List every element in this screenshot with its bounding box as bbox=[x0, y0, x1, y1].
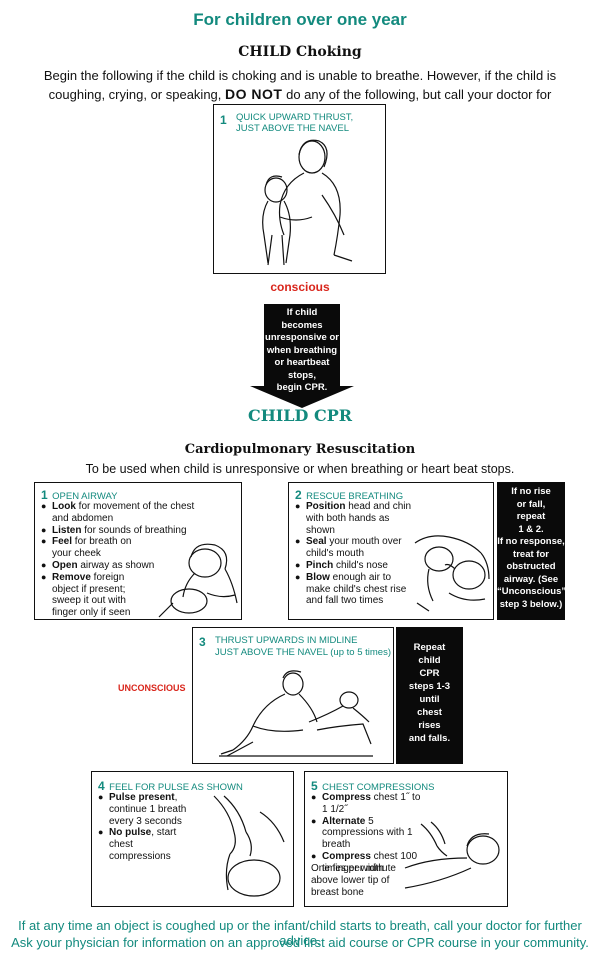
open-airway-illustration bbox=[158, 543, 238, 618]
list-item: Look for movement of the chest and abdom… bbox=[41, 501, 201, 525]
choking-intro: Begin the following if the child is chok… bbox=[40, 66, 560, 123]
note-line: “Unconscious” bbox=[497, 586, 567, 597]
cpr-step4-label: FEEL FOR PULSE AS SHOWN bbox=[109, 782, 243, 793]
cpr-step5-note: One finger width above lower tip of brea… bbox=[311, 863, 390, 898]
cpr-step5-header: 5 CHEST COMPRESSIONS bbox=[311, 777, 434, 795]
cpr-step1-label: OPEN AIRWAY bbox=[52, 491, 118, 502]
cpr-step2-label: RESCUE BREATHING bbox=[306, 491, 404, 502]
cpr-step4-list: Pulse present, continue 1 breath every 3… bbox=[98, 792, 190, 863]
cpr-step3-number: 3 bbox=[199, 635, 206, 649]
footer-course: Ask your physician for information on an… bbox=[11, 935, 589, 950]
choking-step1-box: 1 QUICK UPWARD THRUST, JUST ABOVE THE NA… bbox=[213, 104, 386, 274]
choking-step1-label-line2: JUST ABOVE THE NAVEL bbox=[236, 123, 349, 134]
footer-advice: If at any time an object is coughed up o… bbox=[18, 918, 582, 948]
list-item: Remove foreign object if present; sweep … bbox=[41, 572, 151, 619]
cpr-step5-list: Compress chest 1˝ to 1 1/2˝ Alternate 5 … bbox=[311, 792, 423, 875]
note-line: If no rise bbox=[511, 486, 551, 497]
cpr-step4-header: 4 FEEL FOR PULSE AS SHOWN bbox=[98, 777, 243, 795]
cpr-step3-label-line2: JUST ABOVE THE NAVEL (up to 5 times) bbox=[215, 647, 391, 658]
cpr-step5-label: CHEST COMPRESSIONS bbox=[322, 782, 435, 793]
note-line: airway. (See bbox=[503, 573, 559, 585]
cpr-step1-box: 1 OPEN AIRWAY Look for movement of the c… bbox=[34, 482, 242, 620]
cpr-step4-box: 4 FEEL FOR PULSE AS SHOWN Pulse present,… bbox=[91, 771, 294, 907]
cpr-step5-number: 5 bbox=[311, 779, 318, 793]
abdominal-thrust-kneeling-illustration bbox=[219, 670, 373, 757]
arrow-line: when breathing bbox=[266, 344, 338, 356]
arrow-line: If child bbox=[286, 307, 318, 318]
cpr-step4-number: 4 bbox=[98, 779, 105, 793]
cpr-step3-note: Repeat child CPR steps 1-3 until chest r… bbox=[396, 627, 463, 764]
down-arrow-icon bbox=[250, 304, 354, 408]
cpr-step1-list: Look for movement of the chest and abdom… bbox=[41, 501, 194, 619]
arrow-line: or heartbeat bbox=[274, 357, 330, 368]
note-line: or fall, bbox=[516, 498, 546, 510]
list-item: Position head and chin with both hands a… bbox=[295, 501, 413, 536]
note-line: child bbox=[418, 655, 441, 666]
cpr-step3-header: 3 bbox=[199, 633, 206, 651]
cpr-step2-note: If no rise or fall, repeat 1 & 2. If no … bbox=[497, 482, 567, 620]
cpr-step3-box: 3 THRUST UPWARDS IN MIDLINE JUST ABOVE T… bbox=[192, 627, 394, 764]
cpr-title: CHILD CPR bbox=[247, 406, 353, 425]
note-line: 1 & 2. bbox=[518, 523, 544, 535]
cpr-step3-label-line1: THRUST UPWARDS IN MIDLINE bbox=[215, 635, 358, 646]
list-item: Open airway as shown bbox=[41, 560, 191, 572]
choking-step1-number: 1 bbox=[220, 113, 227, 127]
list-item: Compress chest 100 times per minute bbox=[311, 851, 423, 875]
cpr-step3-label: THRUST UPWARDS IN MIDLINE JUST ABOVE THE… bbox=[215, 635, 391, 659]
arrow-line: stops, bbox=[288, 369, 316, 381]
chest-compressions-illustration bbox=[404, 821, 500, 889]
do-not-text: DO NOT bbox=[225, 86, 283, 102]
list-item: Pulse present, continue 1 breath every 3… bbox=[98, 792, 190, 827]
note-line: step 3 below.) bbox=[499, 598, 563, 610]
choking-intro-before: Begin the following if the child is chok… bbox=[43, 68, 557, 102]
cpr-step2-number: 2 bbox=[295, 488, 302, 502]
unconscious-label: UNCONSCIOUS bbox=[118, 683, 186, 693]
list-item: Blow enough air to make child's chest ri… bbox=[295, 572, 413, 607]
note-line: treat for bbox=[513, 548, 549, 560]
list-item: Feel for breath on your cheek bbox=[41, 536, 139, 560]
pulse-check-illustration bbox=[213, 795, 285, 897]
note-line: Repeat bbox=[413, 642, 446, 653]
note-line: steps 1-3 bbox=[408, 681, 451, 692]
page-title: For children over one year bbox=[193, 10, 407, 29]
note-line: obstructed bbox=[506, 561, 556, 572]
choking-step1-label: QUICK UPWARD THRUST, JUST ABOVE THE NAVE… bbox=[236, 112, 353, 134]
list-item: Listen for sounds of breathing bbox=[41, 525, 191, 537]
arrow-text: If child becomes unresponsive or when br… bbox=[264, 307, 340, 395]
choking-heading: CHILD Choking bbox=[238, 44, 362, 60]
cpr-step2-box: 2 RESCUE BREATHING Position head and chi… bbox=[288, 482, 494, 620]
choking-step1-label-line1: QUICK UPWARD THRUST, bbox=[236, 112, 354, 123]
arrow-line: unresponsive or bbox=[265, 332, 339, 343]
arrow-line: becomes bbox=[281, 319, 323, 331]
cpr-step2-header: 2 RESCUE BREATHING bbox=[295, 486, 403, 504]
rescue-breathing-illustration bbox=[414, 535, 490, 612]
conscious-label: conscious bbox=[270, 280, 330, 294]
list-item: Seal your mouth over child's mouth bbox=[295, 536, 413, 560]
note-line: rises bbox=[418, 720, 441, 731]
note-line: chest bbox=[417, 707, 442, 718]
note-line: If no response, bbox=[497, 536, 565, 547]
cpr-intro: To be used when child is unresponsive or… bbox=[85, 462, 515, 476]
list-item: No pulse, start chest compressions bbox=[98, 827, 190, 862]
heimlich-standing-illustration bbox=[262, 139, 353, 266]
note-line: CPR bbox=[419, 668, 440, 679]
list-item: Compress chest 1˝ to 1 1/2˝ bbox=[311, 792, 423, 816]
cpr-step2-list: Position head and chin with both hands a… bbox=[295, 501, 413, 607]
arrow-line: begin CPR. bbox=[276, 382, 328, 393]
cpr-step5-box: 5 CHEST COMPRESSIONS Compress chest 1˝ t… bbox=[304, 771, 508, 907]
cpr-subtitle: Cardiopulmonary Resuscitation bbox=[184, 442, 416, 457]
note-line: and falls. bbox=[408, 733, 451, 744]
choking-step1-header: 1 bbox=[220, 111, 227, 129]
cpr-step1-header: 1 OPEN AIRWAY bbox=[41, 486, 117, 504]
note-line: until bbox=[419, 694, 440, 705]
cpr-step1-number: 1 bbox=[41, 488, 48, 502]
list-item: Pinch child's nose bbox=[295, 560, 413, 572]
note-line: repeat bbox=[516, 511, 546, 522]
list-item: Alternate 5 compressions with 1 breath bbox=[311, 816, 423, 851]
